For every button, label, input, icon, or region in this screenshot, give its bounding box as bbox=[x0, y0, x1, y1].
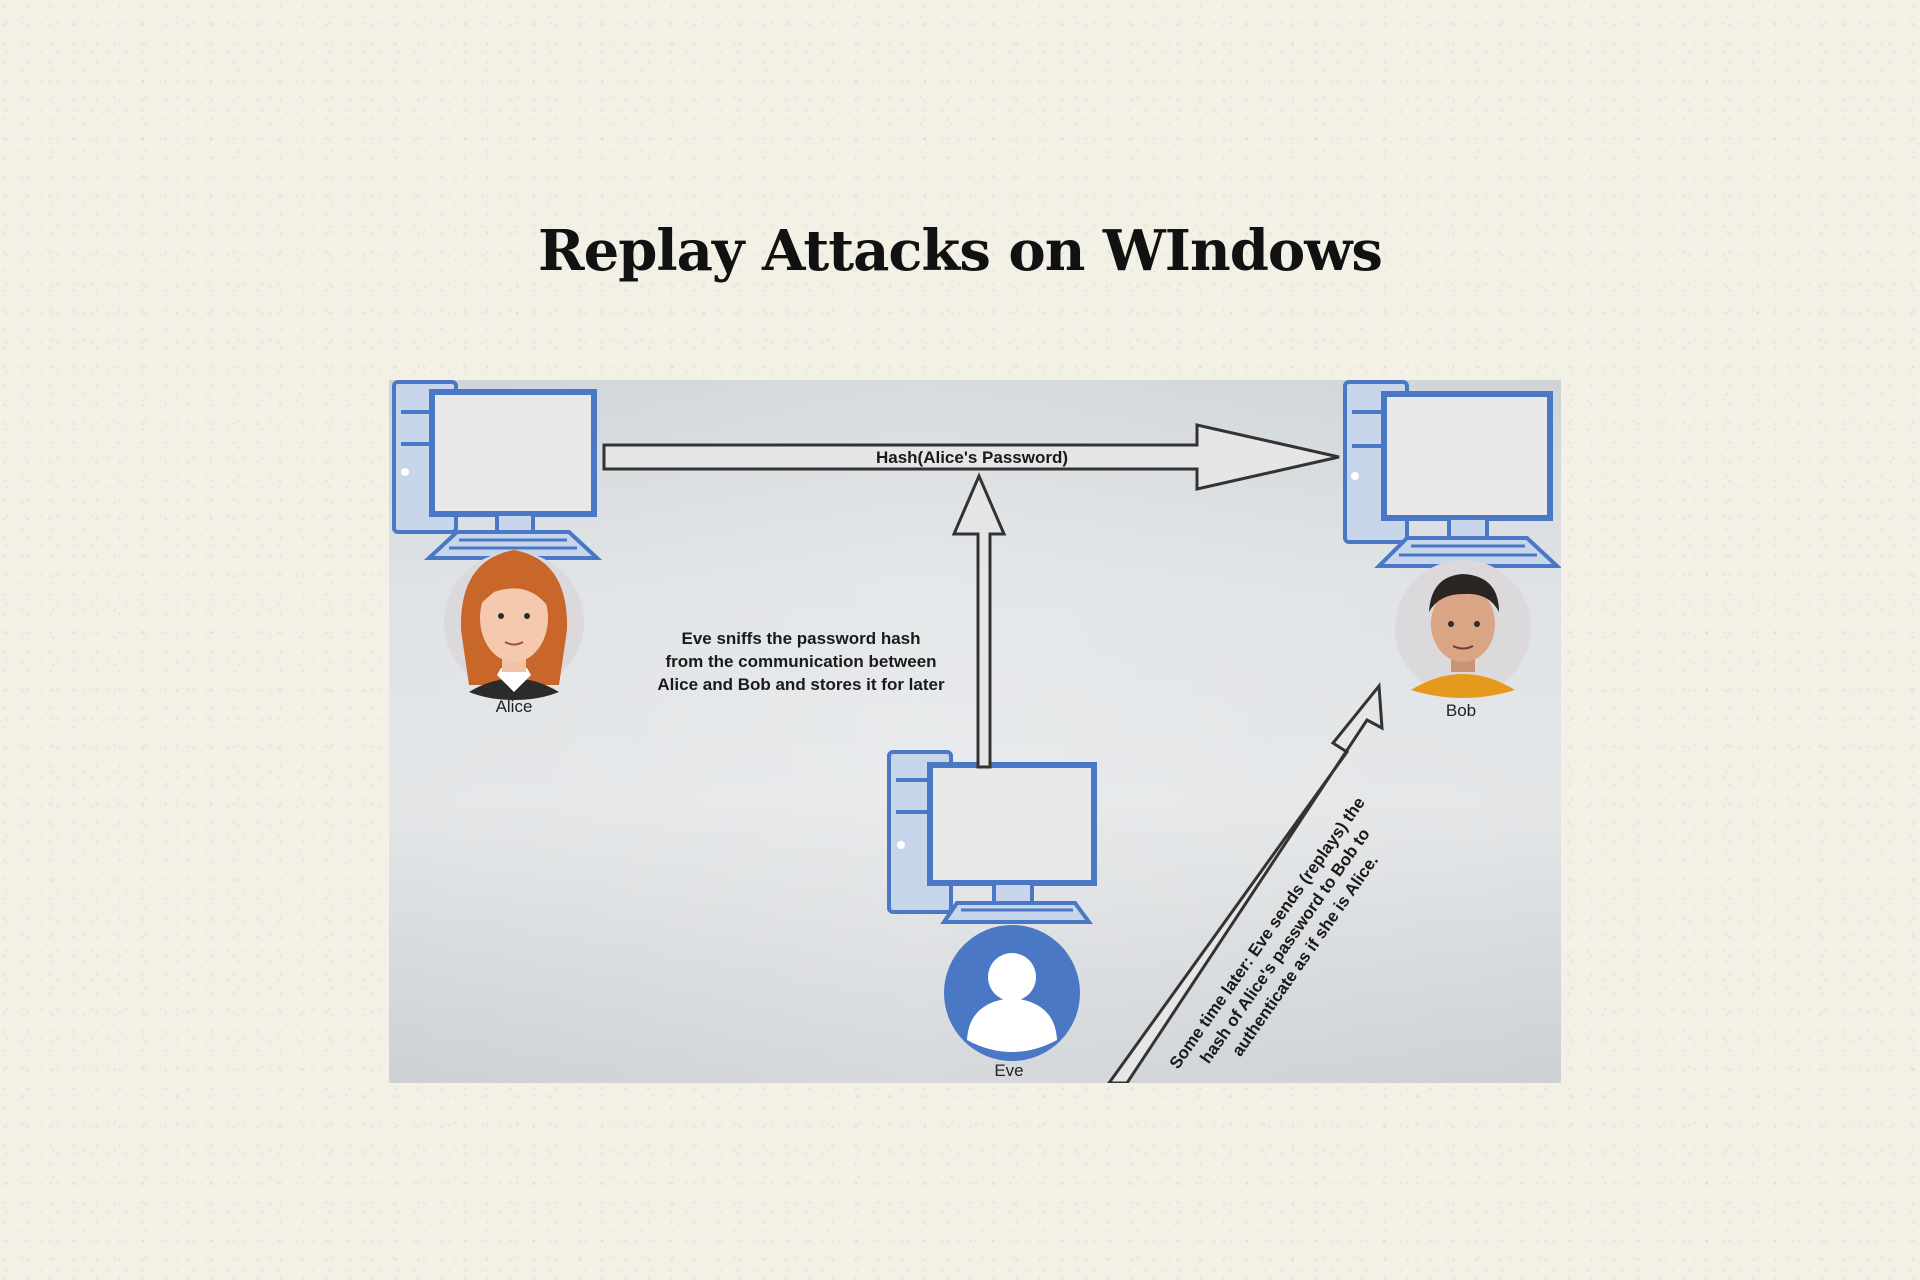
sniff-note-line-2: from the communication between bbox=[665, 652, 936, 671]
alice-avatar bbox=[444, 550, 584, 700]
sniff-note-line-1: Eve sniffs the password hash bbox=[681, 629, 920, 648]
sniff-arrow bbox=[951, 472, 1007, 769]
hash-arrow bbox=[602, 423, 1340, 491]
diagram-photo: Hash(Alice's Password) Eve sniffs the pa… bbox=[389, 380, 1561, 1083]
alice-computer-icon bbox=[392, 380, 603, 560]
sniff-note-line-3: Alice and Bob and stores it for later bbox=[657, 675, 945, 694]
eve-avatar bbox=[944, 925, 1080, 1061]
sniff-note: Eve sniffs the password hash from the co… bbox=[657, 629, 945, 694]
bob-avatar bbox=[1395, 560, 1531, 698]
replay-arrow bbox=[1107, 682, 1384, 1083]
slide-title: Replay Attacks on WIndows bbox=[538, 218, 1383, 284]
replay-attack-diagram: Hash(Alice's Password) Eve sniffs the pa… bbox=[389, 380, 1561, 1083]
eve-computer-icon bbox=[887, 750, 1097, 924]
alice-label: Alice bbox=[496, 697, 533, 716]
bob-computer-icon bbox=[1343, 380, 1561, 568]
hash-label: Hash(Alice's Password) bbox=[876, 448, 1068, 467]
eve-label: Eve bbox=[994, 1061, 1023, 1080]
bob-label: Bob bbox=[1446, 701, 1476, 720]
